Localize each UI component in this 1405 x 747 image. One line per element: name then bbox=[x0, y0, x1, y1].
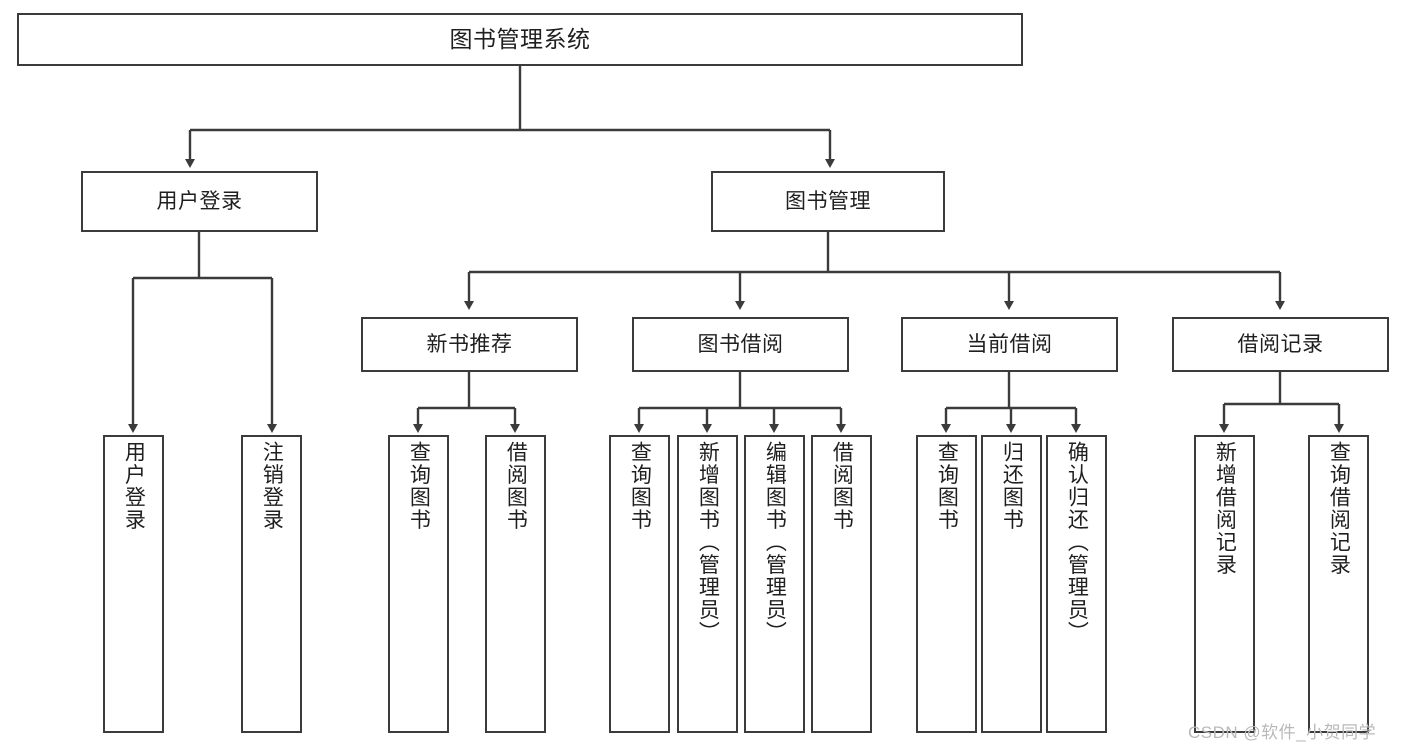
node-leaf-borrow-book-2[interactable]: 借阅图书 bbox=[811, 435, 872, 733]
node-label: 图书管理 bbox=[785, 189, 871, 213]
node-label: 当前借阅 bbox=[966, 332, 1053, 356]
node-borrow-record[interactable]: 借阅记录 bbox=[1172, 317, 1389, 372]
node-label: 借阅图书 bbox=[830, 441, 854, 531]
node-label: 用户登录 bbox=[156, 189, 243, 213]
node-leaf-user-login[interactable]: 用户登录 bbox=[103, 435, 164, 733]
node-leaf-query-book-3[interactable]: 查询图书 bbox=[916, 435, 977, 733]
node-leaf-add-book[interactable]: 新增图书（管理员） bbox=[677, 435, 738, 733]
node-book-borrow[interactable]: 图书借阅 bbox=[632, 317, 849, 372]
node-leaf-edit-book[interactable]: 编辑图书（管理员） bbox=[744, 435, 805, 733]
node-label: 新增借阅记录 bbox=[1213, 441, 1237, 576]
watermark: CSDN @软件_小贺同学 bbox=[1188, 723, 1377, 742]
node-label: 借阅图书 bbox=[504, 441, 528, 531]
node-label: 新书推荐 bbox=[426, 332, 513, 356]
node-label: 查询图书 bbox=[407, 441, 431, 531]
node-leaf-query-book-1[interactable]: 查询图书 bbox=[388, 435, 449, 733]
node-label: 注销登录 bbox=[260, 441, 284, 531]
node-label: 用户登录 bbox=[122, 441, 146, 531]
node-label: 新增图书（管理员） bbox=[696, 441, 720, 644]
node-leaf-confirm-return[interactable]: 确认归还（管理员） bbox=[1046, 435, 1107, 733]
node-label: 图书管理系统 bbox=[449, 25, 591, 52]
node-leaf-query-book-2[interactable]: 查询图书 bbox=[609, 435, 670, 733]
node-leaf-add-record[interactable]: 新增借阅记录 bbox=[1194, 435, 1255, 733]
node-label: 确认归还（管理员） bbox=[1065, 441, 1089, 644]
node-label: 借阅记录 bbox=[1237, 332, 1324, 356]
node-label: 图书借阅 bbox=[697, 332, 784, 356]
node-label: 编辑图书（管理员） bbox=[763, 441, 787, 644]
node-label: 归还图书 bbox=[1000, 441, 1024, 531]
node-label: 查询借阅记录 bbox=[1327, 441, 1351, 576]
node-leaf-borrow-book-1[interactable]: 借阅图书 bbox=[485, 435, 546, 733]
node-current-borrow[interactable]: 当前借阅 bbox=[901, 317, 1118, 372]
node-new-book-recommend[interactable]: 新书推荐 bbox=[361, 317, 578, 372]
node-label: 查询图书 bbox=[935, 441, 959, 531]
node-user-login[interactable]: 用户登录 bbox=[81, 171, 318, 232]
node-leaf-query-record[interactable]: 查询借阅记录 bbox=[1308, 435, 1369, 733]
node-label: 查询图书 bbox=[628, 441, 652, 531]
node-root-book-management-system[interactable]: 图书管理系统 bbox=[17, 13, 1023, 66]
node-leaf-logout[interactable]: 注销登录 bbox=[241, 435, 302, 733]
node-leaf-return-book[interactable]: 归还图书 bbox=[981, 435, 1042, 733]
node-book-manage[interactable]: 图书管理 bbox=[711, 171, 945, 232]
